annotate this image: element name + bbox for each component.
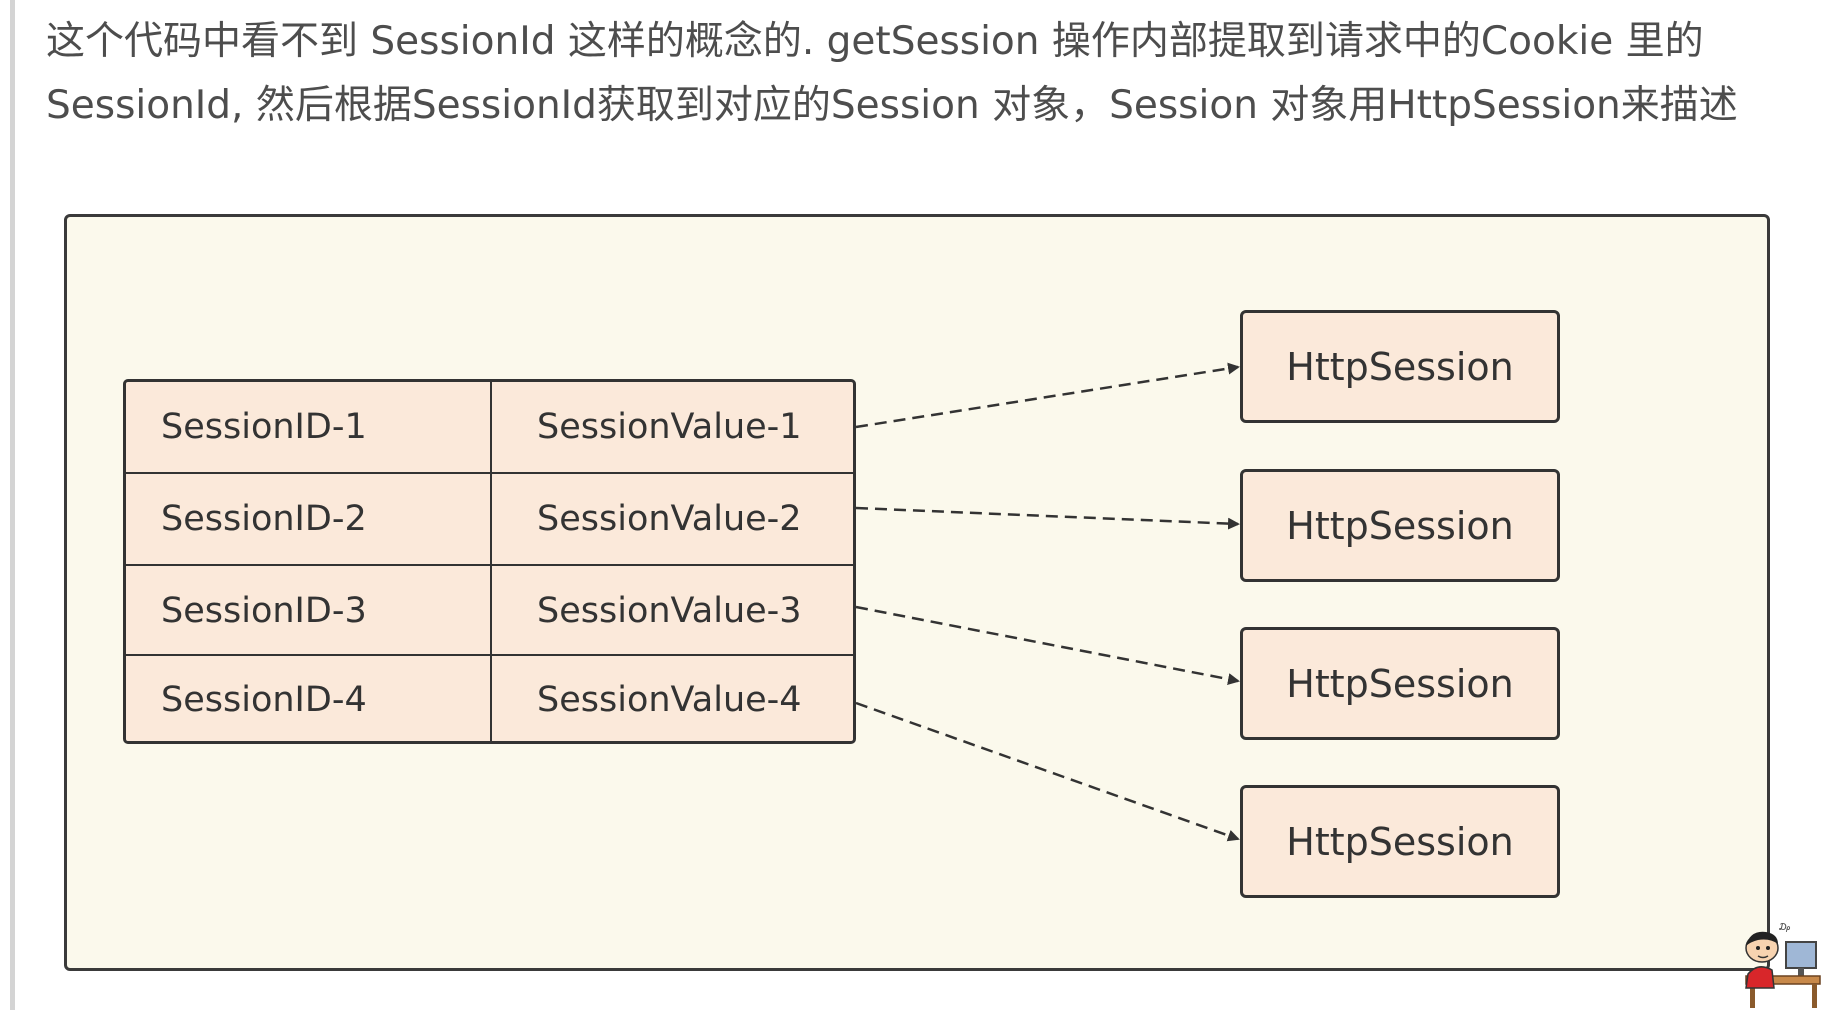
- session-table: SessionID-1 SessionValue-1 SessionID-2 S…: [123, 379, 856, 744]
- session-row: SessionID-2 SessionValue-2: [126, 472, 853, 564]
- http-session-box: HttpSession: [1240, 469, 1560, 582]
- session-value-cell: SessionValue-4: [537, 679, 802, 720]
- http-session-box: HttpSession: [1240, 310, 1560, 423]
- session-value-cell: SessionValue-1: [537, 407, 802, 447]
- session-id-cell: SessionID-3: [161, 591, 367, 631]
- paragraph-line-2: SessionId, 然后根据SessionId获取到对应的Session 对象…: [46, 83, 1738, 128]
- session-id-cell: SessionID-4: [161, 679, 367, 720]
- cartoon-boy-at-desk-icon: ₯: [1745, 922, 1821, 1008]
- session-value-cell: SessionValue-3: [537, 591, 802, 631]
- session-id-cell: SessionID-2: [161, 499, 367, 539]
- session-row: SessionID-1 SessionValue-1: [126, 382, 853, 472]
- blockquote-bar: [10, 0, 15, 1010]
- column-divider: [490, 382, 492, 741]
- http-session-box: HttpSession: [1240, 627, 1560, 740]
- paragraph-line-1: 这个代码中看不到 SessionId 这样的概念的. getSession 操作…: [46, 19, 1704, 64]
- session-row: SessionID-4 SessionValue-4: [126, 654, 853, 743]
- session-value-cell: SessionValue-2: [537, 499, 802, 539]
- description-paragraph: 这个代码中看不到 SessionId 这样的概念的. getSession 操作…: [46, 10, 1786, 138]
- session-row: SessionID-3 SessionValue-3: [126, 564, 853, 656]
- session-id-cell: SessionID-1: [161, 407, 367, 447]
- http-session-box: HttpSession: [1240, 785, 1560, 898]
- svg-text:₯: ₯: [1778, 922, 1791, 933]
